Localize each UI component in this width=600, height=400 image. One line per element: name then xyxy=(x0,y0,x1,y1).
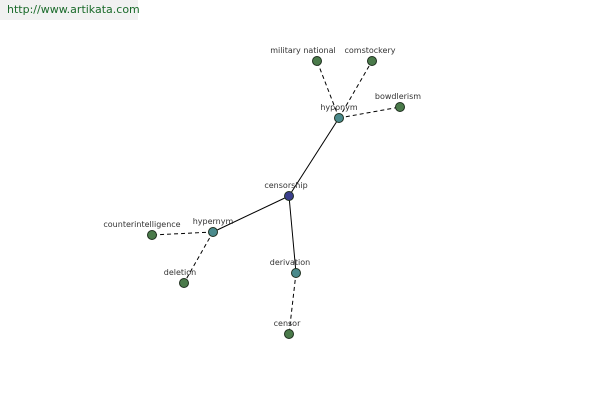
node-label-deletion[interactable]: deletion xyxy=(164,268,196,277)
edge-hypernym-to-deletion xyxy=(183,231,214,284)
node-label-counterintelligence[interactable]: counterintelligence xyxy=(103,220,180,229)
edge-hyponym-to-comstockery xyxy=(338,60,373,119)
node-military-national[interactable] xyxy=(312,56,322,66)
node-comstockery[interactable] xyxy=(367,56,377,66)
node-label-hyponym[interactable]: hyponym xyxy=(320,103,358,112)
edge-censorship-to-hypernym xyxy=(212,195,290,233)
node-censor[interactable] xyxy=(284,329,294,339)
node-censorship[interactable] xyxy=(284,191,294,201)
node-label-derivation[interactable]: derivation xyxy=(270,258,310,267)
edge-censorship-to-hyponym xyxy=(288,117,340,197)
node-label-hypernym[interactable]: hypernym xyxy=(193,217,234,226)
edge-hypernym-to-counterintelligence xyxy=(151,231,214,236)
node-label-military-national[interactable]: military national xyxy=(270,46,336,55)
edge-hyponym-to-bowdlerism xyxy=(338,106,401,119)
node-label-comstockery[interactable]: comstockery xyxy=(345,46,396,55)
node-counterintelligence[interactable] xyxy=(147,230,157,240)
edge-hyponym-to-military-national xyxy=(316,60,340,119)
node-hyponym[interactable] xyxy=(334,113,344,123)
edge-derivation-to-censor xyxy=(288,272,297,335)
node-deletion[interactable] xyxy=(179,278,189,288)
node-bowdlerism[interactable] xyxy=(395,102,405,112)
node-label-censorship[interactable]: censorship xyxy=(264,181,307,190)
node-label-bowdlerism[interactable]: bowdlerism xyxy=(375,92,421,101)
edge-censorship-to-derivation xyxy=(288,195,297,274)
node-derivation[interactable] xyxy=(291,268,301,278)
source-url-banner[interactable]: http://www.artikata.com xyxy=(0,0,140,20)
node-label-censor[interactable]: censor xyxy=(274,319,301,328)
node-hypernym[interactable] xyxy=(208,227,218,237)
